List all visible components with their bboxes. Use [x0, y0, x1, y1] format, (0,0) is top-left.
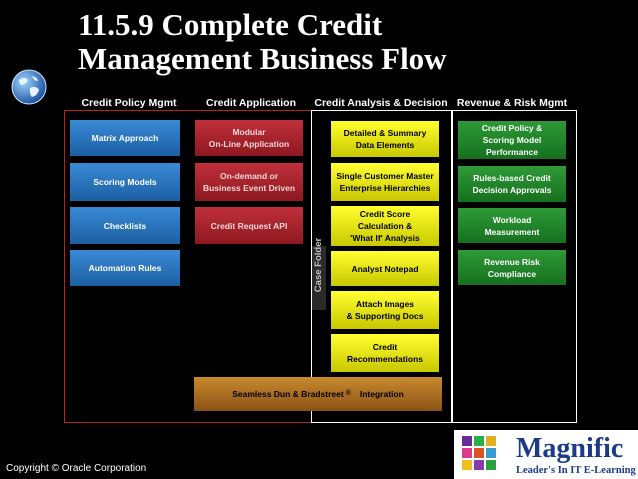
box-credit-score: Credit Score Calculation & 'What If' Ana… [330, 205, 440, 247]
column-header-credit-analysis: Credit Analysis & Decision [314, 97, 448, 109]
title-line-1: 11.5.9 Complete Credit [78, 7, 383, 42]
box-rules-based-approvals: Rules-based Credit Decision Approvals [457, 165, 567, 203]
case-folder-label: Case Folder [313, 237, 324, 293]
integration-bar: Seamless Dun & Bradstreet ® Integration [194, 377, 442, 411]
integration-label: Seamless Dun & Bradstreet [232, 389, 344, 399]
box-scoring-models: Scoring Models [70, 163, 180, 201]
box-on-demand: On-demand or Business Event Driven [195, 163, 303, 201]
case-folder-bar [312, 246, 326, 310]
panel-revenue [451, 110, 577, 423]
registered-mark: ® [345, 390, 351, 397]
page-title: 11.5.9 Complete Credit Management Busine… [78, 8, 598, 76]
copyright-text: Copyright © Oracle Corporation [6, 463, 147, 474]
column-header-credit-application: Credit Application [205, 97, 297, 109]
integration-suffix: Integration [359, 389, 404, 399]
box-credit-policy-performance: Credit Policy & Scoring Model Performanc… [457, 120, 567, 160]
globe-icon [11, 69, 47, 105]
box-checklists: Checklists [70, 207, 180, 244]
box-credit-recommendations: Credit Recommendations [330, 333, 440, 373]
box-credit-request-api: Credit Request API [195, 207, 303, 244]
box-single-customer-master: Single Customer Master Enterprise Hierar… [330, 162, 440, 202]
box-revenue-risk-compliance: Revenue Risk Compliance [457, 249, 567, 286]
box-matrix-approach: Matrix Approach [70, 120, 180, 156]
panel-analysis [311, 110, 453, 423]
logo-tagline: Leader's In IT E-Learning [516, 465, 636, 476]
logo-name: Magnific [516, 433, 624, 464]
column-header-revenue-risk: Revenue & Risk Mgmt [456, 97, 568, 109]
column-header-credit-policy: Credit Policy Mgmt [81, 97, 177, 109]
box-workload-measurement: Workload Measurement [457, 207, 567, 244]
box-attach-images: Attach Images & Supporting Docs [330, 290, 440, 330]
title-line-2: Management Business Flow [78, 41, 447, 76]
box-analyst-notepad: Analyst Notepad [330, 250, 440, 287]
cubes-logo-icon [462, 436, 496, 470]
box-automation-rules: Automation Rules [70, 250, 180, 286]
box-modular-online-application: Modular On-Line Application [195, 120, 303, 156]
magnific-logo: Magnific Leader's In IT E-Learning [454, 430, 638, 479]
box-detailed-summary: Detailed & Summary Data Elements [330, 120, 440, 158]
